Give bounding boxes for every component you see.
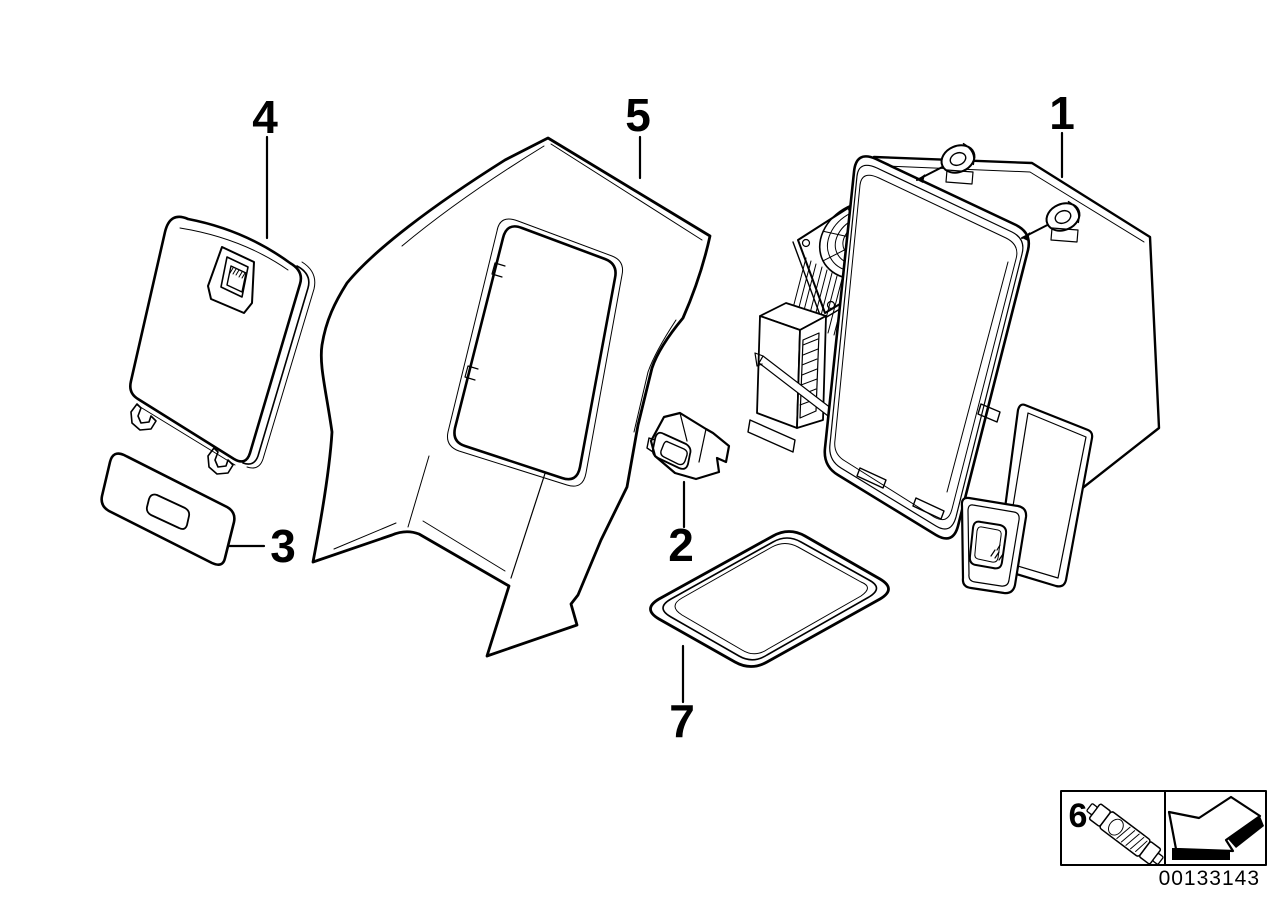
callout-7: 7 — [669, 695, 695, 747]
part-tray: 7 — [649, 530, 890, 747]
cover-window — [453, 225, 617, 481]
pivot-pin — [916, 142, 976, 185]
tray-outline — [649, 530, 890, 668]
diagram-number: 00133143 — [1159, 867, 1260, 890]
door-hook — [207, 447, 234, 475]
part-cool-box-main-unit: 1 — [747, 87, 1161, 595]
callout-6: 6 — [1069, 797, 1088, 835]
festoon-bulb-icon — [1086, 803, 1164, 865]
callout-5: 5 — [625, 89, 651, 141]
pivot-pin — [1021, 200, 1081, 243]
callout-4: 4 — [252, 91, 278, 143]
trim-strip-opening — [145, 493, 191, 530]
legend: 6 00133143 — [1060, 790, 1267, 890]
trim-strip-outline — [100, 452, 236, 566]
part-lock-latch: 2 — [646, 411, 731, 571]
door-latch-button — [207, 246, 255, 314]
part-door-flap: 4 — [129, 91, 316, 475]
door-outline — [129, 215, 303, 463]
part-housing-cover: 5 — [311, 89, 712, 658]
part-trim-strip: 3 — [100, 452, 296, 572]
callout-3: 3 — [270, 520, 296, 572]
clip-tab — [912, 497, 945, 520]
housing-box-inner-edge — [885, 165, 1145, 243]
housing-box-outline — [872, 155, 1161, 525]
handle-bracket — [960, 496, 1028, 595]
callout-1: 1 — [1049, 87, 1075, 139]
direction-arrow-icon — [1167, 795, 1264, 860]
door-hook — [130, 403, 157, 431]
frame-side-clip — [977, 403, 1001, 423]
evaporator-frame — [823, 155, 1031, 540]
connector-block — [747, 302, 837, 453]
callout-2: 2 — [668, 519, 694, 571]
clip-tab — [856, 467, 887, 489]
